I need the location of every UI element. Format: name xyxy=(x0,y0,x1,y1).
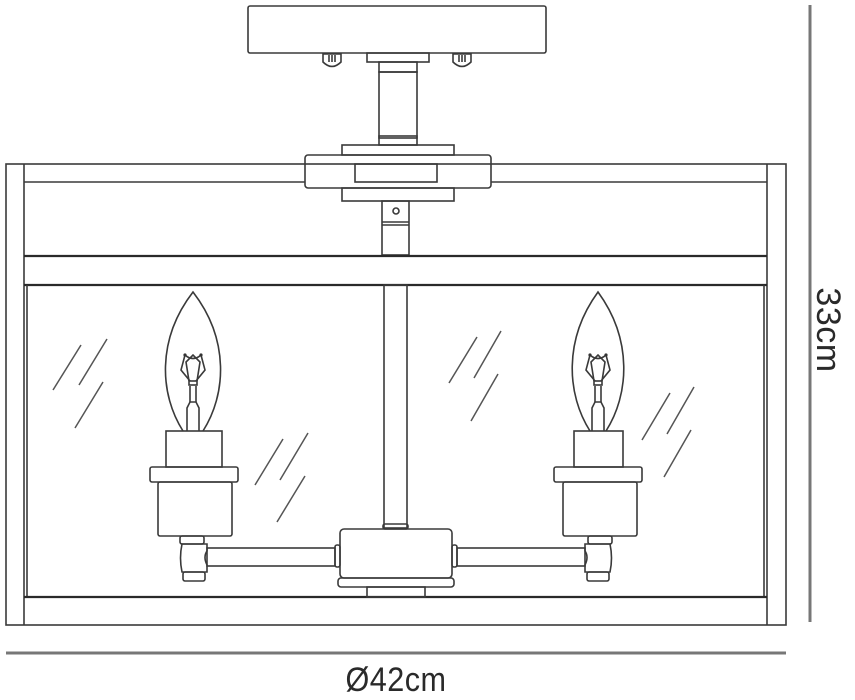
right-candle-bulb xyxy=(571,290,625,432)
height-dimension-label: 33cm xyxy=(809,287,847,373)
center-hub xyxy=(334,528,458,598)
screw-icon xyxy=(452,53,472,68)
glass-reflection-marks xyxy=(52,330,695,523)
frame-mount-clamp xyxy=(304,144,492,256)
width-dimension-label: Ø42cm xyxy=(345,661,447,699)
left-lamp-holder xyxy=(149,430,239,582)
arms xyxy=(206,547,586,567)
screw-icon xyxy=(322,53,342,68)
ceiling-canopy xyxy=(247,5,547,68)
center-stem xyxy=(382,284,409,530)
down-rod xyxy=(378,61,418,146)
right-lamp-holder xyxy=(553,430,643,582)
left-candle-bulb xyxy=(164,290,222,432)
